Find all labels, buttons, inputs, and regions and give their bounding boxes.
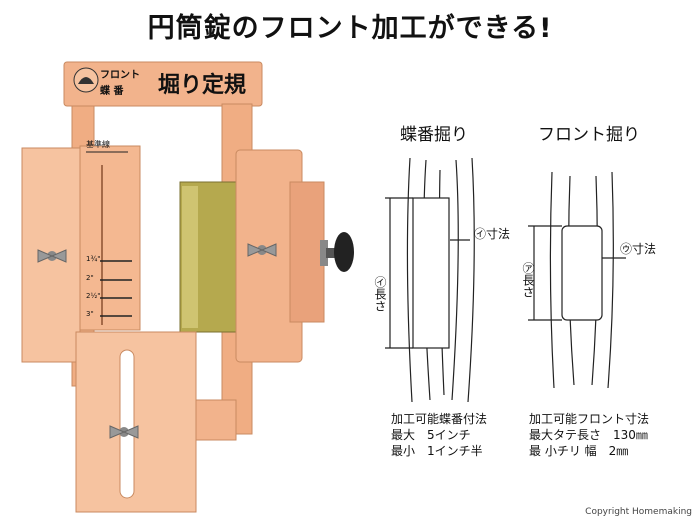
front-spec-max: 最大タテ長さ 130㎜ — [529, 428, 648, 442]
jig-top-bar — [63, 61, 263, 107]
scale-mark: 1¾" — [86, 255, 101, 263]
front-dim-side: ㋒寸法 — [620, 242, 657, 256]
hinge-diagram — [385, 157, 475, 403]
front-title: フロント掘り — [538, 125, 640, 145]
knob — [334, 232, 354, 272]
wing-nut-left — [37, 249, 67, 263]
front-dim-length: ㋐長さ — [521, 262, 535, 298]
base-line-label: 基準線 — [86, 140, 110, 149]
hinge-dim-length: ㋑長さ — [373, 276, 387, 312]
copyright: Copyright Homemaking — [585, 507, 692, 517]
wing-nut-bottom — [109, 425, 139, 439]
brand-top: フロント — [100, 70, 140, 81]
hinge-spec-max: 最大 5インチ — [391, 428, 471, 442]
bottom-plate — [75, 331, 197, 513]
scale-mark: 2" — [86, 274, 94, 282]
front-spec-min: 最 小チリ 幅 2㎜ — [529, 444, 629, 458]
hinge-title: 蝶番掘り — [400, 125, 468, 145]
brand-bottom: 蝶 番 — [100, 86, 124, 97]
front-diagram — [528, 171, 626, 389]
hinge-dim-side: ㋑寸法 — [474, 227, 511, 241]
product-name: 堀り定規 — [158, 73, 247, 98]
ruler-plate — [79, 145, 141, 331]
hinge-spec-title: 加工可能蝶番付法 — [391, 412, 488, 426]
hinge-spec-min: 最小 1インチ半 — [391, 444, 483, 458]
scale-mark: 2½" — [86, 292, 101, 300]
front-spec-title: 加工可能フロント寸法 — [529, 412, 650, 426]
scale-mark: 3" — [86, 310, 94, 318]
wing-nut-right — [247, 243, 277, 257]
headline: 円筒錠のフロント加工ができる! — [147, 13, 553, 44]
